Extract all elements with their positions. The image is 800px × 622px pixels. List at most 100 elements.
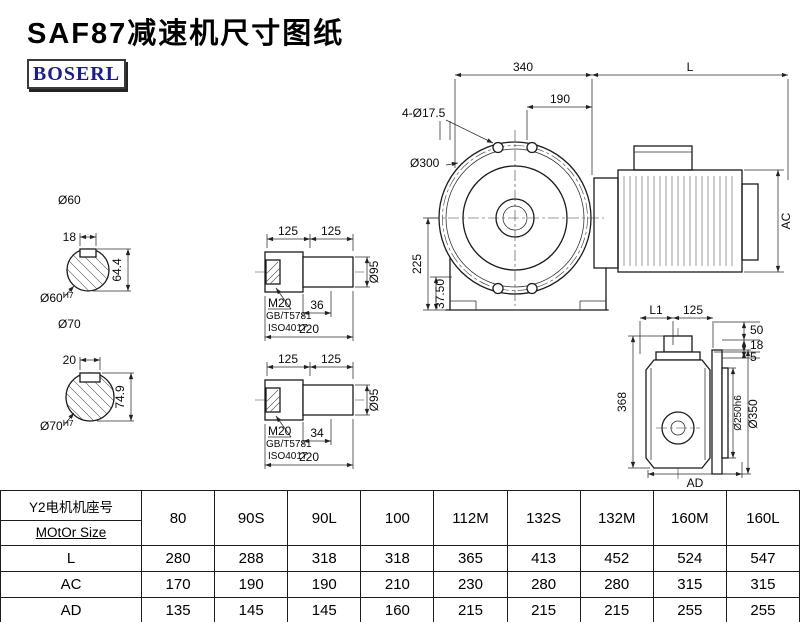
motor-size-header-cell: Y2电机机座号 MOtOr Size (0, 490, 142, 546)
table-cell: 288 (214, 545, 289, 572)
dim-shaft1-125-125: 125 125 (266, 224, 354, 251)
shaft2-dim-125a: 125 (278, 352, 298, 366)
shaft1-std-iso: ISO4017 (268, 323, 308, 334)
shaft2-length-label: 220 (299, 450, 319, 464)
dim-shaft1-dia95: Ø95 (355, 256, 381, 288)
bolt-hole (492, 141, 504, 154)
table-row-AD: AD 135 145 145 160 215 215 215 255 255 (0, 597, 800, 622)
table-cell: 413 (506, 545, 581, 572)
view-shaft-detail-top: 125 125 M20 GB/T5781 ISO4017 36 220 (255, 224, 381, 341)
shaft1-body (302, 256, 354, 288)
shaft70-fit-dia: Ø70 (40, 419, 63, 433)
page-title: SAF87减速机尺寸图纸 (27, 18, 345, 50)
view-shaft-end-70: Ø70 20 74.9 (40, 317, 134, 433)
shaft70-fit-tol: H7 (63, 418, 74, 428)
spigot-dia-label: Ø250h6 (733, 395, 744, 431)
motor-height-label: AC (779, 212, 793, 229)
shaft1-std-gb: GB/T5781 (266, 311, 312, 322)
shaft70-dia-label: Ø70 (58, 317, 81, 331)
dim-side-50-18-5: 50 18 5 (714, 321, 764, 364)
table-cell: 318 (287, 545, 362, 572)
col-header-90L: 90L (287, 490, 362, 546)
dim-side-spigot-dia: Ø250h6 (728, 367, 744, 459)
shaft2-std-gb: GB/T5781 (266, 439, 312, 450)
table-cell: 315 (725, 571, 800, 598)
dim-shaft2-125-125: 125 125 (266, 352, 354, 379)
side-flange-dia-label: Ø350 (746, 399, 760, 429)
dim-front-37-50: 37.50 (430, 276, 452, 310)
table-cell: 315 (652, 571, 727, 598)
shaft2-end-washer (265, 387, 281, 413)
shaft60-height-label: 64.4 (110, 258, 124, 282)
dim-side-L1-125: L1 125 (639, 303, 714, 354)
bolt-holes-label: 4-Ø17.5 (402, 106, 446, 120)
col-header-112M: 112M (433, 490, 508, 546)
side-top-boss (663, 335, 693, 353)
table-cell: 145 (214, 597, 289, 622)
shaft60-fit-dia: Ø60 (40, 291, 63, 305)
bolt-hole (526, 282, 538, 295)
dim-front-190: 190 (526, 92, 592, 140)
shaft1-thread-label: M20 (268, 296, 292, 310)
shaft1-end-washer (265, 259, 281, 285)
table-cell: 190 (214, 571, 289, 598)
table-cell: 280 (579, 571, 654, 598)
view-shaft-detail-bottom: 125 125 M20 GB/T5781 ISO4017 34 220 (255, 352, 381, 469)
dim-190-label: 190 (550, 92, 570, 106)
table-cell: 210 (360, 571, 435, 598)
shaft2-thread-label: M20 (268, 424, 292, 438)
dim-front-340-L: 340 L (454, 60, 789, 180)
label-shaft2-thread: M20 GB/T5781 ISO4017 (266, 415, 312, 462)
shaft1-dim-125a: 125 (278, 224, 298, 238)
flange-dia-label: Ø300 (410, 156, 440, 170)
label-shaft1-thread: M20 GB/T5781 ISO4017 (266, 287, 312, 334)
shaft70-height-label: 74.9 (113, 385, 127, 409)
table-cell: 215 (433, 597, 508, 622)
table-cell: 255 (725, 597, 800, 622)
shaft1-hub (264, 251, 304, 293)
foot-height-label: 37.50 (433, 279, 447, 309)
dim-shaft60-keyway-width: 18 (63, 230, 97, 246)
motor-cooling-fins (623, 176, 733, 266)
row-label-AC: AC (0, 571, 142, 598)
label-shaft60-fit: Ø60H7 (40, 285, 75, 305)
table-cell: 135 (140, 597, 216, 622)
table-cell: 318 (360, 545, 435, 572)
motor-size-header-cn: Y2电机机座号 (1, 491, 141, 521)
dim-motor-length-label: L (687, 60, 694, 74)
dim-125-label: 125 (683, 303, 703, 317)
shaft1-length-label: 220 (299, 322, 319, 336)
shaft2-dia-label: Ø95 (367, 388, 381, 411)
dim-340-label: 340 (513, 60, 533, 74)
shaft2-dim-125b: 125 (321, 352, 341, 366)
table-cell: 255 (652, 597, 727, 622)
motor-adapter-flange (593, 177, 619, 269)
flange-circles (428, 130, 604, 306)
shaft70-keyway (79, 372, 101, 383)
label-flange-dia: Ø300 (410, 156, 459, 170)
view-shaft-end-60: Ø60 18 64.4 (40, 193, 131, 305)
dim-shaft1-220: 220 (264, 291, 354, 341)
col-header-90S: 90S (214, 490, 289, 546)
shaft2-keylen-label: 34 (310, 426, 324, 440)
shaft60-dia-label: Ø60 (58, 193, 81, 207)
col-header-80: 80 (140, 490, 216, 546)
dim-L1-label: L1 (649, 303, 663, 317)
dim-shaft2-dia95: Ø95 (355, 384, 381, 416)
table-cell: 215 (579, 597, 654, 622)
dim-shaft2-220: 220 (264, 419, 354, 469)
shaft1-dia-label: Ø95 (367, 260, 381, 283)
col-header-100: 100 (360, 490, 435, 546)
shaft70-fit-label: Ø70H7 (40, 418, 74, 433)
shaft60-key-width-label: 18 (63, 230, 77, 244)
bolt-hole (526, 141, 538, 154)
table-cell: 215 (506, 597, 581, 622)
motor-terminal-box (633, 145, 693, 171)
boserl-logo: BOSERL (27, 59, 126, 89)
table-cell: 365 (433, 545, 508, 572)
side-top-plate (655, 351, 701, 361)
table-cell: 547 (725, 545, 800, 572)
table-cell: 160 (360, 597, 435, 622)
technical-drawing: Ø60 18 64.4 (40, 60, 793, 490)
